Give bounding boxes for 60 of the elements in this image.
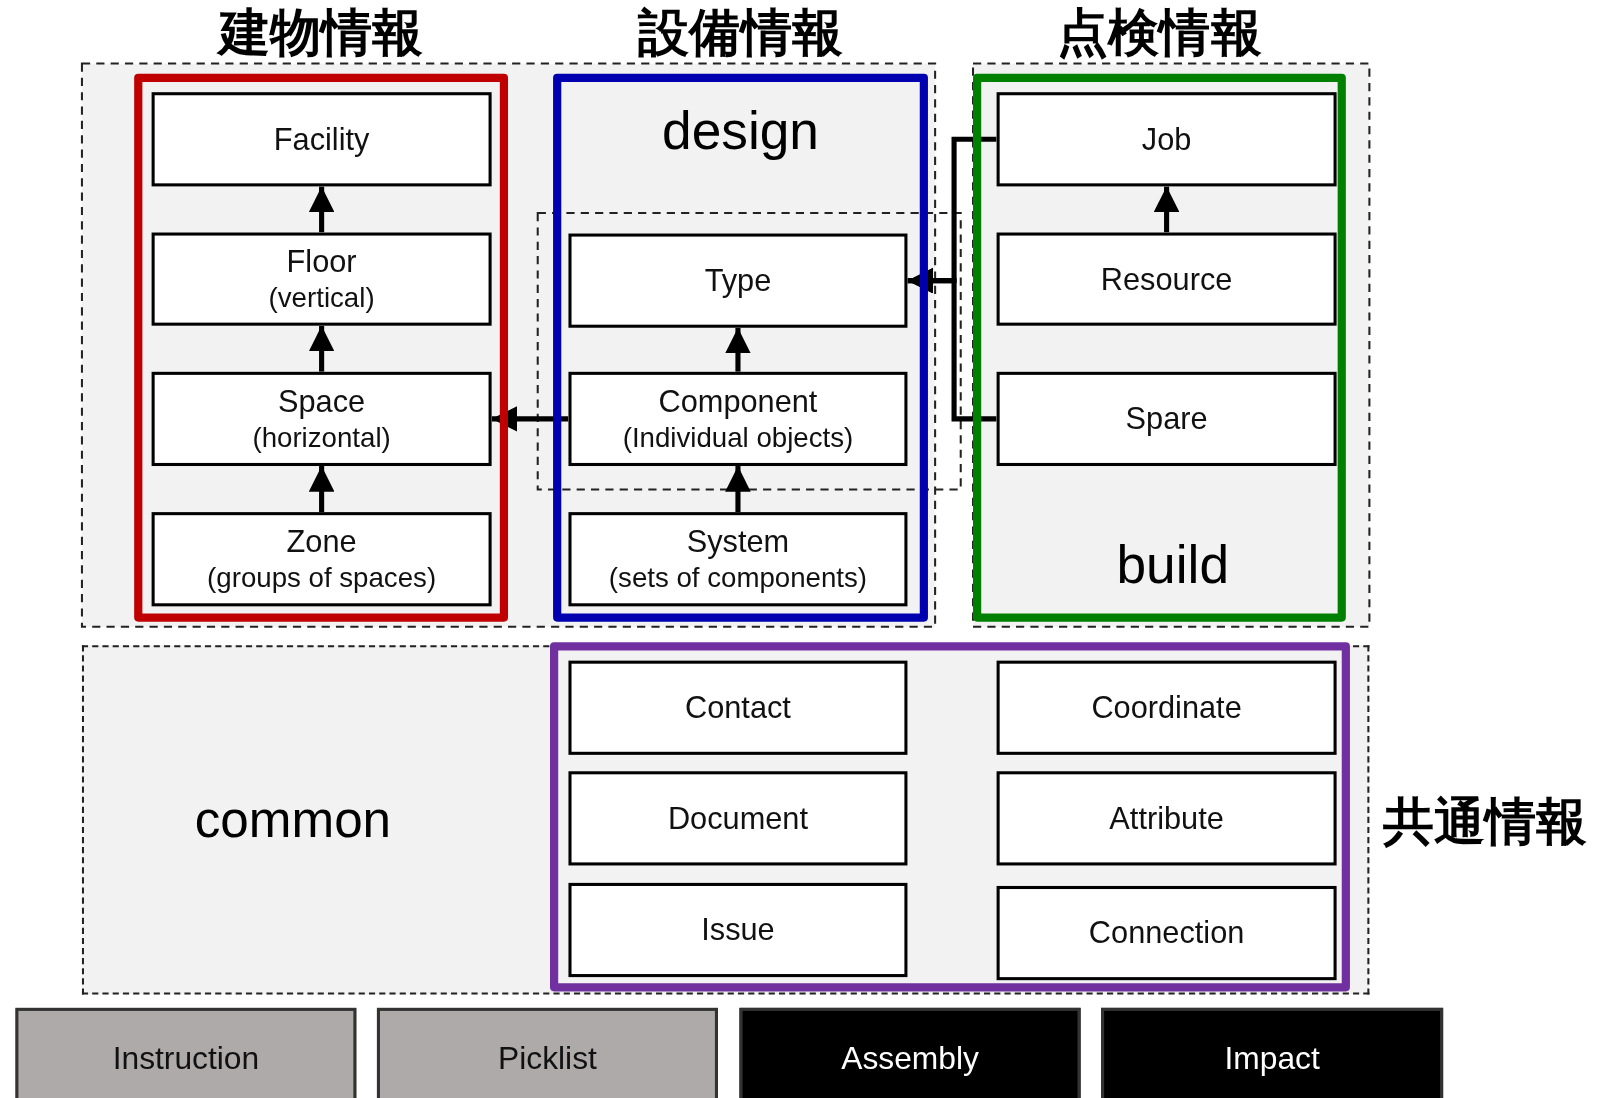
entity-name: Resource bbox=[1100, 260, 1233, 298]
entity-box bbox=[568, 660, 908, 755]
entity-name: Attribute bbox=[1109, 799, 1224, 837]
entity-box bbox=[151, 232, 492, 326]
entity-name: Job bbox=[1141, 120, 1192, 158]
group-label: build bbox=[1115, 533, 1230, 597]
section-heading: 設備情報 bbox=[636, 3, 844, 64]
arrow bbox=[308, 466, 335, 513]
entity-name: Assembly bbox=[841, 1040, 979, 1078]
arrow bbox=[725, 327, 751, 372]
entity-box bbox=[568, 882, 908, 978]
entity-name: Space bbox=[278, 383, 366, 420]
entity-name: Spare bbox=[1125, 400, 1208, 438]
entity-note: (horizontal) bbox=[252, 421, 391, 455]
entity-box bbox=[568, 512, 908, 607]
entity-box bbox=[996, 771, 1337, 866]
entity-name: Facility bbox=[273, 120, 370, 158]
entity-box bbox=[568, 771, 908, 866]
section-heading: 共通情報 bbox=[1381, 791, 1589, 853]
entity-name: Picklist bbox=[498, 1040, 597, 1078]
entity-name: Component bbox=[658, 383, 818, 420]
entity-note: (vertical) bbox=[268, 281, 375, 315]
arrow bbox=[1153, 186, 1180, 233]
entity-name: Issue bbox=[701, 911, 775, 949]
entity-name: Instruction bbox=[112, 1040, 260, 1078]
entity-note: (sets of components) bbox=[608, 561, 868, 596]
category-tab bbox=[15, 1007, 357, 1098]
arrow bbox=[725, 466, 751, 513]
entity-name: Type bbox=[704, 262, 772, 300]
category-tab bbox=[376, 1007, 718, 1098]
category-tab bbox=[739, 1007, 1081, 1098]
arrow bbox=[491, 406, 569, 432]
arrow bbox=[308, 325, 335, 372]
entity-box bbox=[151, 512, 492, 607]
entity-box bbox=[996, 92, 1337, 187]
entity-name: Connection bbox=[1088, 914, 1245, 952]
entity-box bbox=[996, 660, 1337, 755]
section-heading: 建物情報 bbox=[215, 3, 425, 64]
entity-name: Contact bbox=[685, 689, 791, 727]
entity-name: Zone bbox=[286, 523, 357, 561]
entity-box bbox=[568, 233, 908, 328]
entity-box bbox=[996, 232, 1337, 326]
entity-name: Coordinate bbox=[1091, 689, 1242, 727]
arrow bbox=[308, 186, 335, 233]
entity-name: Impact bbox=[1224, 1040, 1320, 1078]
group-label: design bbox=[661, 99, 820, 162]
entity-note: (groups of spaces) bbox=[207, 561, 437, 596]
entity-box bbox=[996, 885, 1337, 981]
entity-name: Floor bbox=[286, 243, 357, 281]
entity-box bbox=[568, 371, 908, 466]
entity-note: (Individual objects) bbox=[622, 421, 854, 455]
entity-box bbox=[996, 371, 1337, 466]
entity-box bbox=[151, 371, 492, 466]
arrow bbox=[907, 267, 997, 422]
entity-box bbox=[151, 92, 492, 187]
group-label: common bbox=[193, 789, 393, 851]
category-tab bbox=[1101, 1007, 1444, 1098]
entity-name: Document bbox=[667, 799, 808, 837]
section-heading: 点検情報 bbox=[1056, 3, 1263, 64]
entity-name: System bbox=[686, 523, 790, 561]
